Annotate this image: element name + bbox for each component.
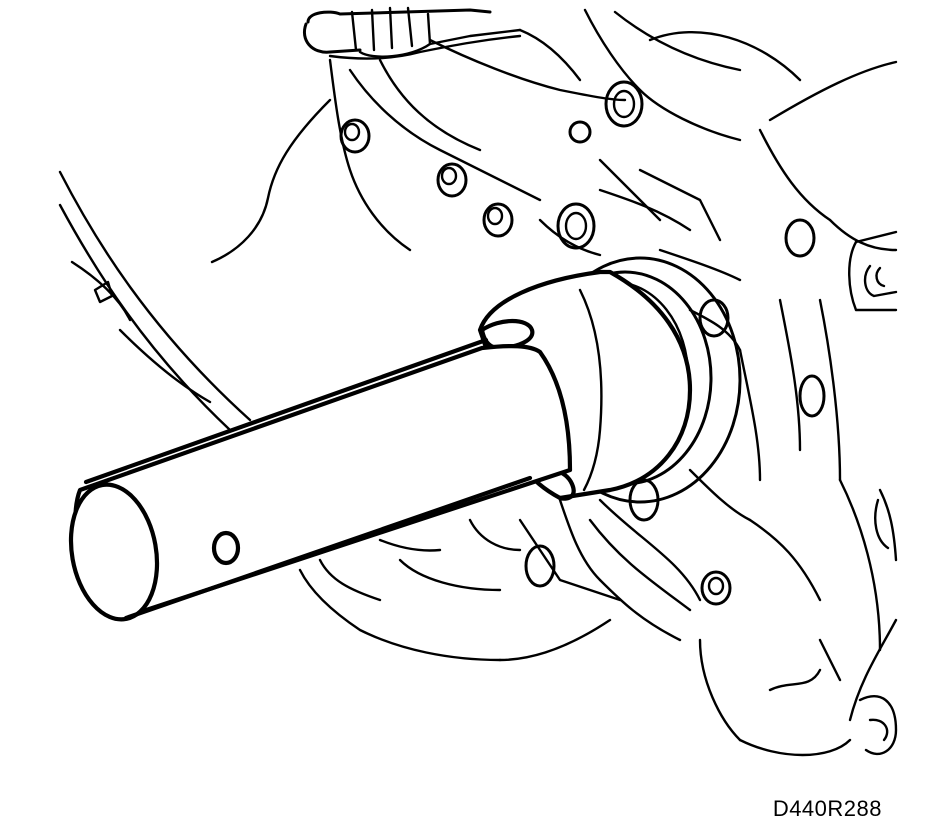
case-body (328, 8, 898, 257)
figure-code-label: D440R288 (772, 796, 882, 821)
housing-left-flange (58, 98, 332, 432)
lower-housing (298, 498, 702, 662)
extension-housing (698, 230, 898, 757)
housing-detail-strokes (658, 248, 822, 602)
seal-installer-tool (68, 269, 693, 622)
input-shaft (303, 6, 522, 58)
